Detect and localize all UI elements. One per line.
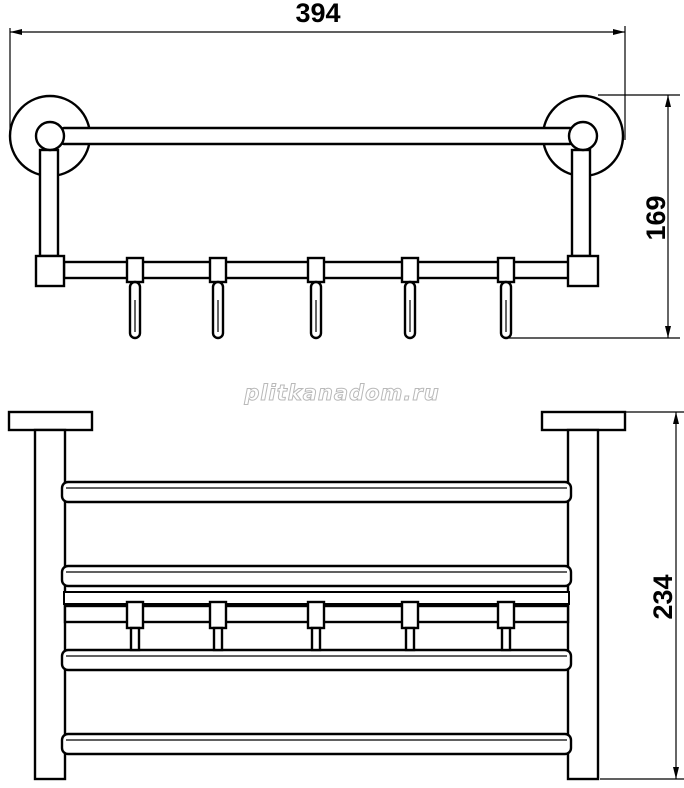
top-hooks <box>125 256 516 340</box>
right-side-post <box>566 428 600 781</box>
left-end-block <box>34 254 66 288</box>
left-flange-plate <box>7 410 94 432</box>
top-hook <box>496 256 516 340</box>
left-side-post <box>33 428 67 781</box>
front-rail <box>60 480 573 504</box>
top-hook <box>306 256 326 340</box>
dimension-height-top-label: 169 <box>641 195 671 240</box>
left-support-post <box>38 148 60 258</box>
front-rail <box>60 564 573 588</box>
top-towel-bar <box>60 126 574 146</box>
top-hook <box>400 256 420 340</box>
front-rail <box>60 732 573 756</box>
top-hook <box>208 256 228 340</box>
dimension-width: 394 <box>9 0 626 140</box>
front-rail <box>60 648 573 672</box>
front-hook <box>306 600 326 652</box>
right-flange-plate <box>540 410 627 432</box>
front-hooks <box>125 600 516 652</box>
dimension-height-top: 169 <box>508 94 680 339</box>
right-joint-knob <box>567 120 599 152</box>
right-support-post <box>570 148 592 258</box>
dimension-height-bottom: 234 <box>600 411 684 780</box>
watermark: plitkanadom.ru <box>243 381 439 405</box>
right-end-block <box>566 254 600 288</box>
front-rails <box>60 480 573 756</box>
top-view: 394 169 <box>8 0 680 340</box>
front-hook <box>125 600 145 652</box>
dimension-width-label: 394 <box>295 0 340 28</box>
left-joint-knob <box>34 120 66 152</box>
top-hook <box>125 256 145 340</box>
front-hook <box>400 600 420 652</box>
dimension-height-bottom-label: 234 <box>648 574 678 619</box>
front-view: 234 <box>7 410 684 781</box>
front-hook <box>208 600 228 652</box>
front-hook <box>496 600 516 652</box>
